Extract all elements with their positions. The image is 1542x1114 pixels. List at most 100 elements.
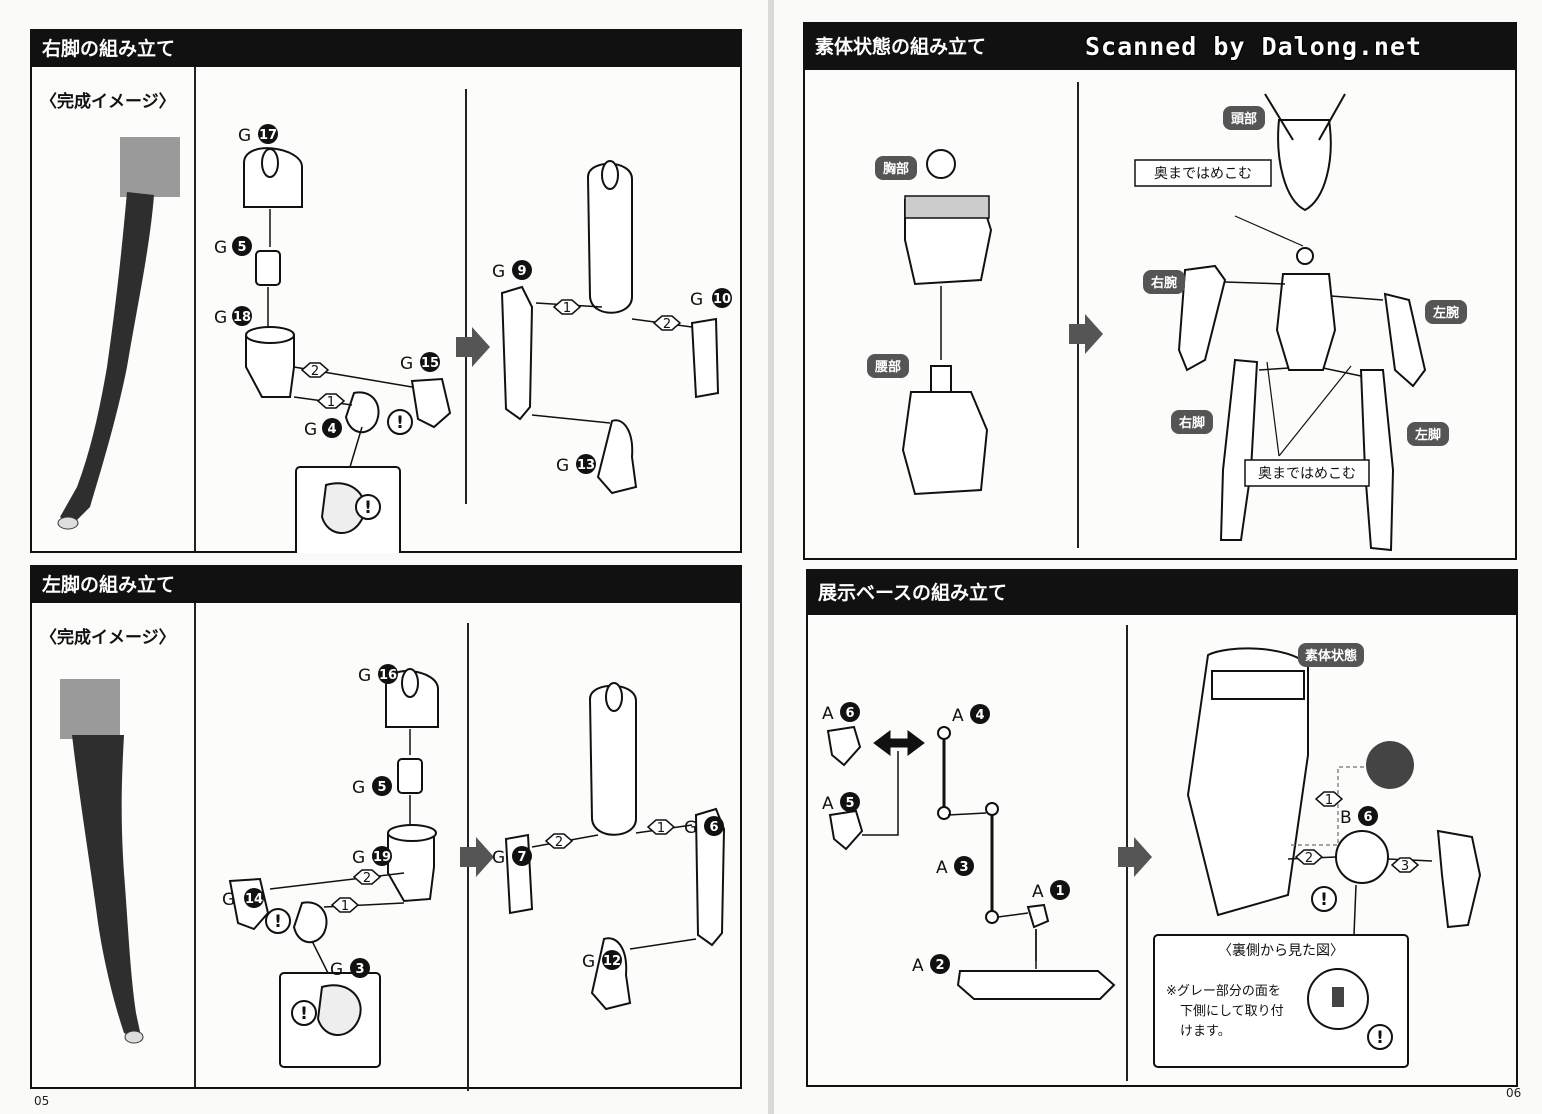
label-chip-right-leg [1171, 410, 1213, 434]
finished-leg-image [60, 679, 144, 1044]
part-g6 [694, 807, 726, 947]
label-chip-head [1223, 106, 1265, 130]
part-label-g17: G [238, 126, 251, 146]
svg-text:!: ! [1376, 1028, 1384, 1048]
next-step-arrow [1118, 837, 1152, 877]
part-a2-base [956, 970, 1116, 1000]
back-view-note-line: ※グレー部分の面を [1166, 984, 1281, 999]
right-leg-panel: 右脚の組み立て 〈完成イメージ〉 [30, 29, 742, 553]
panel-body: 〈完成イメージ〉 [32, 67, 740, 553]
svg-text:胸部: 胸部 [883, 161, 909, 177]
part-number: 12 [603, 954, 621, 969]
step-marker: 2 [555, 835, 563, 850]
back-view-note-line: 下側にして取り付 [1180, 1004, 1284, 1019]
part-label-a1: A [1032, 882, 1044, 902]
gray-face-disc [1366, 741, 1414, 789]
next-step-arrow [1069, 314, 1103, 354]
page-number-right: 06 [1506, 1086, 1522, 1100]
step-marker: 2 [363, 871, 371, 886]
part-label-b6: B [1340, 808, 1352, 828]
svg-text:奥まではめこむ: 奥まではめこむ [1258, 465, 1356, 482]
divider [465, 89, 467, 504]
part-label-g4: G [304, 420, 317, 440]
warning-icon [291, 1000, 317, 1026]
part-b6 [1335, 830, 1389, 884]
right-leg-part [1219, 358, 1259, 541]
part-number: 19 [373, 850, 391, 865]
step-marker: 3 [1401, 859, 1409, 874]
part-number: 3 [355, 962, 364, 977]
part-a5 [828, 809, 864, 851]
waist-part [901, 391, 989, 496]
left-arm-part [1383, 292, 1427, 388]
part-g12 [590, 937, 632, 1011]
warning-icon [1367, 1024, 1393, 1050]
warning-icon [355, 494, 381, 520]
part-a6 [826, 725, 862, 767]
base-assembly-panel: 展示ベースの組み立て [806, 569, 1518, 1087]
svg-text:奥まではめこむ: 奥まではめこむ [1154, 165, 1252, 182]
left-leg-diagram: G 16 G 5 G 19 G 14 G 3 G 7 G 6 G 12 [60, 664, 726, 1068]
divider [1077, 82, 1079, 548]
head-part [1277, 119, 1332, 212]
part-a1 [1026, 903, 1050, 929]
joint-part-g5 [255, 250, 281, 286]
step-marker: 2 [663, 317, 671, 332]
part-label-g3: G [330, 960, 343, 980]
right-arm-part [1177, 264, 1227, 372]
part-number: 16 [379, 668, 397, 683]
svg-text:1: 1 [1055, 884, 1064, 899]
panel-title: 左脚の組み立て [32, 567, 740, 603]
panel-title: 素体状態の組み立て [805, 24, 1515, 70]
svg-text:腰部: 腰部 [874, 359, 901, 375]
part-number: 18 [233, 310, 251, 325]
scan-credit: Scanned by Dalong.net [1085, 32, 1423, 61]
svg-text:素体状態: 素体状態 [1305, 648, 1357, 664]
part-label-g10: G [690, 290, 703, 310]
step-marker: 1 [1325, 793, 1333, 808]
step-marker: 1 [657, 821, 665, 836]
part-number: 7 [517, 850, 526, 865]
svg-text:!: ! [300, 1004, 308, 1024]
part-number: 14 [245, 892, 263, 907]
svg-text:5: 5 [845, 796, 854, 811]
body-assembly-panel: 素体状態の組み立て Scanned by Dalong.net [803, 22, 1517, 560]
part-label-a2: A [912, 956, 924, 976]
figure-back [1186, 647, 1309, 917]
svg-text:!: ! [396, 413, 404, 433]
page-number-left: 05 [34, 1094, 50, 1108]
finished-leg-image [57, 137, 180, 530]
divider [194, 67, 196, 551]
part-number: 5 [377, 780, 386, 795]
right-leg-diagram: G 17 G 5 G 18 G 15 G 4 G 9 G 10 G 13 [57, 124, 732, 553]
warning-icon [265, 908, 291, 934]
part-number: 6 [709, 820, 718, 835]
part-number: 10 [713, 292, 731, 307]
svg-text:左脚: 左脚 [1415, 427, 1441, 443]
svg-text:6: 6 [1363, 810, 1372, 825]
label-chip-left-leg [1407, 422, 1449, 446]
step-marker: 2 [1305, 851, 1313, 866]
thigh-part-g17 [243, 147, 303, 208]
part-g4 [344, 391, 380, 433]
part-label-a6: A [822, 704, 834, 724]
part-label-a4: A [952, 706, 964, 726]
divider [194, 603, 196, 1087]
swap-arrow-icon [873, 730, 925, 756]
label-chip-waist [867, 354, 909, 378]
part-number: 13 [577, 458, 595, 473]
svg-text:!: ! [1320, 890, 1328, 910]
svg-text:6: 6 [845, 706, 854, 721]
step-marker: 1 [341, 899, 349, 914]
panel-body: 胸部 腰部 頭部 右腕 左腕 右脚 左脚 奥まではめこむ 奥まではめこむ [805, 70, 1515, 558]
svg-text:3: 3 [959, 860, 968, 875]
panel-body: 〈裏側から見た図〉 ※グレー部分の面を 下側にして取り付 けます。 A 6 A … [808, 615, 1516, 1085]
panel-body: 〈完成イメージ〉 [32, 603, 740, 1091]
body-diagram: 胸部 腰部 頭部 右腕 左腕 右脚 左脚 奥まではめこむ 奥まではめこむ [867, 93, 1467, 552]
label-chip-chest [875, 156, 917, 180]
part-label-g6: G [684, 818, 697, 838]
part-label-g16: G [358, 666, 371, 686]
part-number: 17 [259, 128, 277, 143]
joint-part-g5 [397, 758, 423, 794]
leg-upper-assembly [588, 684, 637, 836]
